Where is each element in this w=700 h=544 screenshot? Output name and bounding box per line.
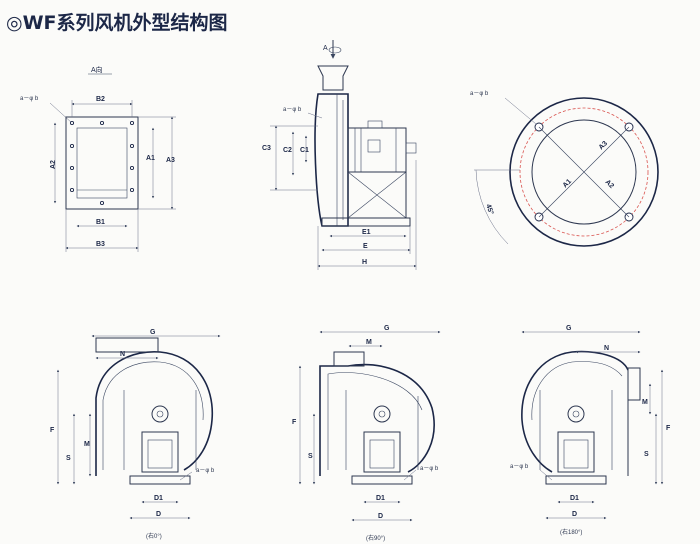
rot-180-shaft <box>567 405 585 423</box>
rot-0-view: G N F M S a－φ b D1 D (右0°) <box>50 329 221 540</box>
side-view-hole-note: a－φ b <box>283 107 302 113</box>
rot-0-dim-d1: D1 <box>154 495 163 502</box>
rot-180-outlet <box>627 367 641 401</box>
page-title: ◎WF系列风机外型结构图 <box>6 12 228 34</box>
rot-90-dim-g: G <box>384 325 390 332</box>
rot-90-dim-f: F <box>292 419 297 426</box>
flange-outer-circle <box>509 97 659 247</box>
rot-180-dim-s: S <box>644 451 649 458</box>
dim-flange-a1: A1 <box>562 178 573 189</box>
dim-b3: B3 <box>96 241 105 248</box>
flange-bolt-circle <box>519 107 649 237</box>
rot-90-view: G M F S a－φ b D1 D (右90°) <box>292 325 441 542</box>
rot-0-dim-d: D <box>156 511 161 518</box>
rot-0-motor-base <box>141 431 179 473</box>
rot-90-shaft <box>373 405 391 423</box>
flange-angle: 45° <box>484 203 495 216</box>
side-view-terminal-box <box>367 120 383 129</box>
side-view-motor-plate <box>367 139 381 153</box>
rot-180-hole-note: a－φ b <box>510 464 529 470</box>
a-view-bolt-holes <box>69 120 135 206</box>
rot-180-dim-g: G <box>566 325 572 332</box>
rot-90-hole-note: a－φ b <box>420 466 439 472</box>
dim-c2: C2 <box>283 147 292 154</box>
rot-180-dim-d: D <box>572 511 577 518</box>
dim-flange-a3: A3 <box>598 140 609 151</box>
flange-hole-note: a－φ b <box>470 91 489 97</box>
rot-0-hole-note: a－φ b <box>196 468 215 474</box>
rot-90-dim-m: M <box>366 339 372 346</box>
dim-a1: A1 <box>146 155 155 162</box>
rot-180-motor-base <box>557 431 595 473</box>
rot-0-dim-g: G <box>150 329 156 336</box>
side-view: A a－φ b C3 <box>262 40 417 270</box>
rot-0-volute <box>95 351 214 476</box>
dim-e: E <box>363 243 368 250</box>
rot-0-caption: (右0°) <box>146 532 162 540</box>
rot-90-dim-d: D <box>378 513 383 520</box>
rot-0-dim-n: N <box>120 351 125 358</box>
rot-90-motor-base <box>363 431 401 473</box>
dim-c1: C1 <box>300 147 309 154</box>
flange-view: a－φ b A3 A1 A2 45° <box>470 91 659 247</box>
dim-flange-a2: A2 <box>604 179 615 190</box>
side-view-motor <box>347 127 407 173</box>
dim-c3: C3 <box>262 145 271 152</box>
rot-90-dim-d1: D1 <box>376 495 385 502</box>
dim-a3: A3 <box>166 157 175 164</box>
dim-b1: B1 <box>96 219 105 226</box>
rot-0-dim-s: S <box>66 455 71 462</box>
rot-180-dim-m: M <box>642 399 648 406</box>
flange-inner-circle <box>531 119 637 225</box>
rot-90-volute <box>319 363 435 476</box>
rot-0-shaft <box>151 405 169 423</box>
rot-90-caption: (右90°) <box>366 534 385 542</box>
a-view: A向 a－φ b B2 B1 <box>20 65 176 252</box>
rot-180-view: G N F M S a－φ b D1 D (右180°) <box>510 325 671 536</box>
side-view-inlet-cone <box>317 65 349 91</box>
rot-180-caption: (右180°) <box>560 528 582 536</box>
rot-180-dim-n: N <box>604 345 609 352</box>
rot-90-outlet <box>333 351 365 367</box>
a-view-opening <box>76 127 128 199</box>
rot-180-volute <box>521 350 629 473</box>
a-view-hole-note: a－φ b <box>20 96 39 102</box>
dim-b2: B2 <box>96 96 105 103</box>
rot-0-dim-m: M <box>84 441 90 448</box>
rot-180-dim-f: F <box>666 425 671 432</box>
rot-180-dim-d1: D1 <box>570 495 579 502</box>
a-view-heading: A向 <box>91 65 103 74</box>
dim-e1: E1 <box>362 229 371 236</box>
rot-90-dim-s: S <box>308 453 313 460</box>
dim-h: H <box>362 259 367 266</box>
a-view-flange-outline <box>65 116 139 210</box>
rot-0-dim-f: F <box>50 427 55 434</box>
side-view-arrow-label: A <box>323 45 328 52</box>
dim-a2: A2 <box>50 160 57 169</box>
rot-0-outlet <box>95 337 159 353</box>
